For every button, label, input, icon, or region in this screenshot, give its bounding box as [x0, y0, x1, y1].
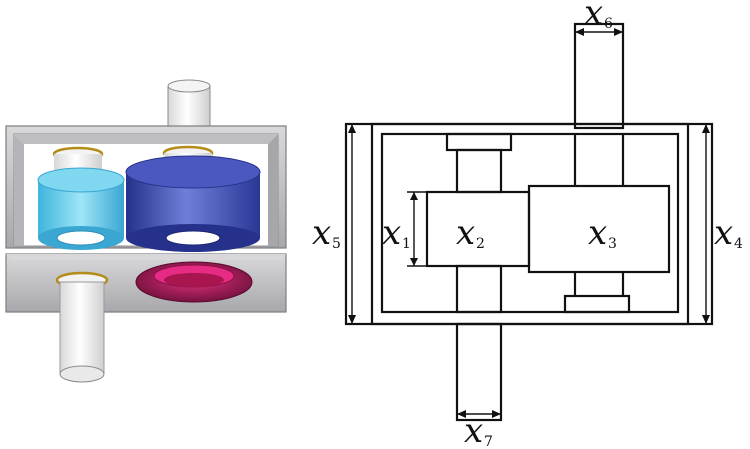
lower-bearing-pink — [135, 261, 253, 303]
gearbox-3d-illustration — [5, 79, 287, 383]
schematic-inner-cavity — [380, 132, 680, 314]
top-shaft — [167, 79, 211, 127]
label-x6: x 6 — [584, 0, 613, 33]
dimension-x4 — [702, 124, 710, 324]
dimension-x1 — [407, 191, 427, 267]
svg-text:6: 6 — [604, 16, 613, 32]
dimension-x5 — [348, 124, 356, 324]
svg-text:x: x — [456, 213, 475, 253]
svg-text:x: x — [312, 213, 331, 253]
svg-text:7: 7 — [484, 434, 493, 449]
schematic-bearing-top-left — [445, 132, 513, 152]
dimension-x6 — [575, 28, 623, 36]
schematic-bottom-shaft — [455, 322, 503, 422]
label-x3: x 3 — [588, 213, 617, 253]
svg-text:5: 5 — [332, 236, 341, 252]
wheel-gear — [125, 155, 261, 252]
label-x4: x 4 — [714, 213, 743, 253]
svg-text:x: x — [714, 213, 733, 253]
svg-text:4: 4 — [734, 236, 743, 252]
label-x7: x 7 — [464, 411, 493, 449]
schematic-housing-inner-wall — [370, 122, 690, 326]
gearbox-schematic: x 1 x 2 x 3 x 4 x 5 x 6 x 7 — [312, 0, 743, 449]
schematic-left-shaft-upper — [455, 148, 503, 194]
bottom-shaft — [55, 271, 109, 383]
pinion-gear — [37, 167, 125, 250]
schematic-wheel — [527, 184, 671, 274]
schematic-left-shaft-lower — [455, 264, 503, 314]
label-x2: x 2 — [456, 213, 485, 253]
label-x5: x 5 — [312, 213, 341, 253]
label-x1: x 1 — [382, 213, 411, 253]
svg-text:x: x — [588, 213, 607, 253]
svg-text:x: x — [382, 213, 401, 253]
svg-text:1: 1 — [402, 236, 411, 252]
svg-text:x: x — [464, 411, 483, 449]
schematic-pinion — [425, 190, 531, 268]
schematic-bearing-bottom-right — [563, 294, 631, 314]
svg-text:3: 3 — [608, 236, 617, 252]
svg-text:2: 2 — [476, 236, 485, 252]
dimension-x7 — [457, 410, 501, 418]
svg-text:x: x — [584, 0, 603, 33]
schematic-top-shaft — [573, 22, 625, 130]
